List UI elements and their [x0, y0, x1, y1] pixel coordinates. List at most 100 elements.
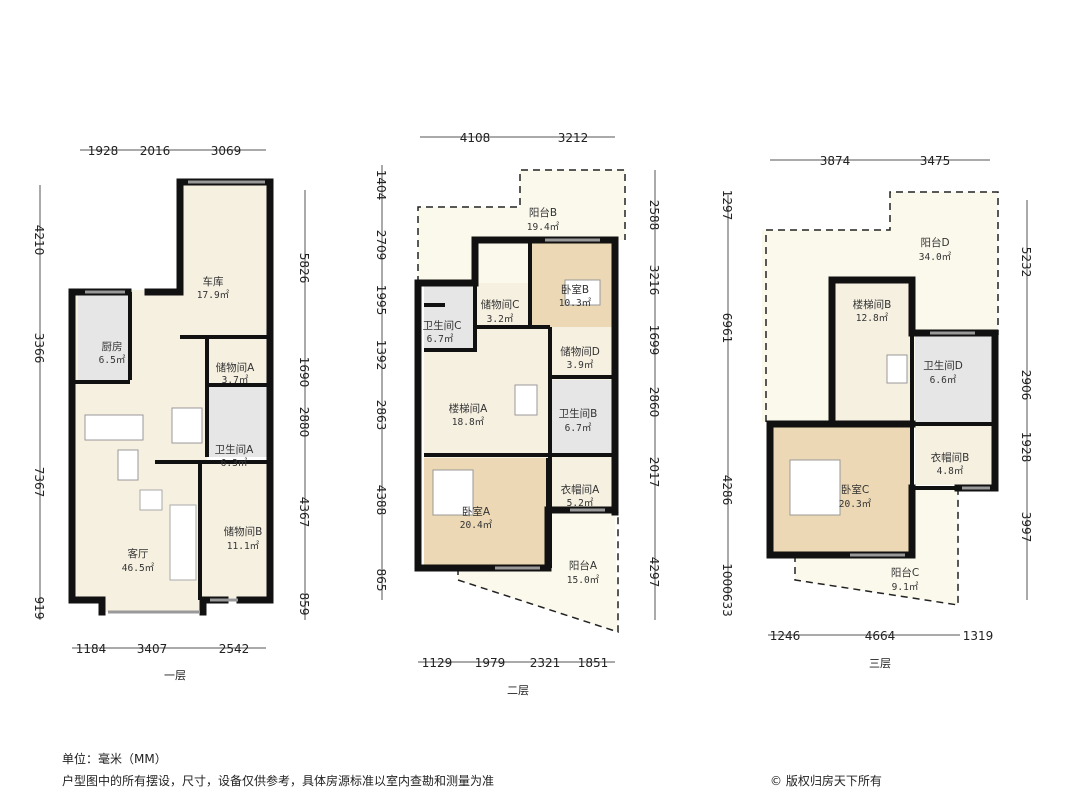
room-area: 6.3㎡: [221, 458, 248, 469]
balcony-a-fill: [458, 512, 618, 632]
inner-walls: [72, 292, 270, 600]
dimensions-floor-3: 3874 3475 1297 6961 4286 1000633 5232 29…: [720, 154, 1033, 643]
dim-left: 3366: [32, 333, 46, 364]
inner-walls: [910, 333, 995, 555]
dim-left: 865: [374, 569, 388, 592]
room-name: 储物间A: [216, 361, 255, 374]
dim-right: 4297: [647, 557, 661, 588]
bed-icon: [564, 279, 601, 306]
dim-left: 7367: [32, 467, 46, 498]
dim-left: 2709: [374, 230, 388, 261]
room-name: 卫生间D: [923, 359, 963, 372]
dim-right: 2860: [647, 387, 661, 418]
dim-top: 3212: [558, 131, 589, 145]
copyright: © 版权归房天下所有: [770, 774, 882, 788]
room-name: 阳台D: [920, 236, 949, 249]
dim-left: 1995: [374, 285, 388, 316]
dim-bottom: 1246: [770, 629, 801, 643]
room-area: 3.7㎡: [222, 375, 249, 386]
dim-right: 2017: [647, 457, 661, 488]
dimensions-floor-2: 4108 3212 1404 2709 1995 1392 2863 4388 …: [374, 131, 661, 670]
room-area: 3.2㎡: [487, 314, 514, 325]
floor-label: 三层: [869, 657, 891, 670]
balcony-c-railing: [794, 488, 959, 606]
dim-bottom: 1851: [578, 656, 609, 670]
dim-top: 4108: [460, 131, 491, 145]
windows: [495, 238, 605, 570]
dim-left: 2863: [374, 400, 388, 431]
room-area: 20.4㎡: [460, 520, 493, 531]
floor-3: 3874 3475 1297 6961 4286 1000633 5232 29…: [720, 154, 1033, 670]
dim-left: 919: [32, 597, 46, 620]
dim-bottom: 1319: [963, 629, 994, 643]
room-area: 6.6㎡: [930, 375, 957, 386]
stairs-down-icon: [117, 449, 139, 481]
dim-right: 2588: [647, 200, 661, 231]
dim-left: 4286: [720, 475, 734, 506]
floor-1: 1928 2016 3069 4210 3366 7367 919 5826 1…: [32, 144, 311, 682]
dining-table: [84, 414, 144, 441]
room-name: 卧室A: [462, 505, 491, 518]
room-name: 客厅: [128, 547, 149, 560]
living-bay-fill: [102, 590, 202, 612]
room-area: 4.8㎡: [937, 466, 964, 477]
dim-left: 1404: [374, 170, 388, 201]
stairs-icon: [171, 407, 203, 444]
bed-icon: [789, 459, 841, 516]
room-name: 阳台C: [891, 566, 919, 579]
dim-right: 3997: [1019, 512, 1033, 543]
storage-d-fill: [552, 330, 613, 377]
room-area: 3.9㎡: [567, 360, 594, 371]
dim-right: 1690: [297, 357, 311, 388]
windows: [85, 180, 265, 614]
dim-left: 4210: [32, 225, 46, 256]
room-name: 卫生间B: [559, 407, 598, 420]
bed-icon: [432, 469, 474, 516]
dim-right: 859: [297, 593, 311, 616]
wardrobe-a-fill: [550, 458, 613, 510]
sofa-icon: [169, 504, 197, 581]
disclaimer: 户型图中的所有摆设，尺寸，设备仅供参考，具体房源标准以室内查勘和测量为准: [62, 774, 495, 788]
room-name: 卧室C: [841, 483, 869, 496]
dim-left: 1000633: [720, 563, 734, 616]
armchair-icon: [139, 489, 163, 511]
dim-bottom: 2542: [219, 642, 250, 656]
dim-right: 5232: [1019, 247, 1033, 278]
dim-bottom: 1184: [76, 642, 107, 656]
room-name: 车库: [203, 275, 224, 288]
room-area: 15.0㎡: [567, 575, 600, 586]
dim-top: 1928: [88, 144, 119, 158]
floor-2: 4108 3212 1404 2709 1995 1392 2863 4388 …: [374, 131, 661, 697]
room-name: 衣帽间A: [561, 483, 600, 496]
room-name: 卫生间A: [215, 443, 254, 456]
dim-left: 1297: [720, 190, 734, 221]
wardrobe-b-fill: [915, 425, 992, 485]
room-name: 衣帽间B: [931, 451, 970, 464]
room-area: 6.5㎡: [99, 355, 126, 366]
storage-a-fill: [207, 337, 267, 383]
dim-left: 1392: [374, 340, 388, 371]
dim-right: 2880: [297, 407, 311, 438]
balcony-d-railing: [765, 191, 999, 422]
inner-walls: [424, 240, 613, 568]
dim-right: 1699: [647, 325, 661, 356]
room-area: 20.3㎡: [839, 499, 872, 510]
dim-bottom: 4664: [865, 629, 896, 643]
unit-note: 单位：毫米（MM）: [62, 752, 167, 766]
room-area: 11.1㎡: [227, 541, 260, 552]
dim-bottom: 1979: [475, 656, 506, 670]
kitchen-fill: [78, 295, 130, 380]
room-area: 6.7㎡: [565, 423, 592, 434]
storage-b-fill: [202, 460, 267, 598]
bath-b-fill: [552, 380, 613, 455]
dim-right: 4367: [297, 497, 311, 528]
room-name: 储物间D: [560, 345, 600, 358]
room-name: 卫生间C: [423, 319, 462, 332]
room-area: 12.8㎡: [856, 313, 889, 324]
stairs-icon: [514, 384, 538, 416]
dim-bottom: 1129: [422, 656, 453, 670]
dim-left: 6961: [720, 313, 734, 344]
bath-d-fill: [915, 333, 992, 423]
dimensions-floor-1: 1928 2016 3069 4210 3366 7367 919 5826 1…: [32, 144, 311, 656]
room-area: 17.9㎡: [197, 290, 230, 301]
